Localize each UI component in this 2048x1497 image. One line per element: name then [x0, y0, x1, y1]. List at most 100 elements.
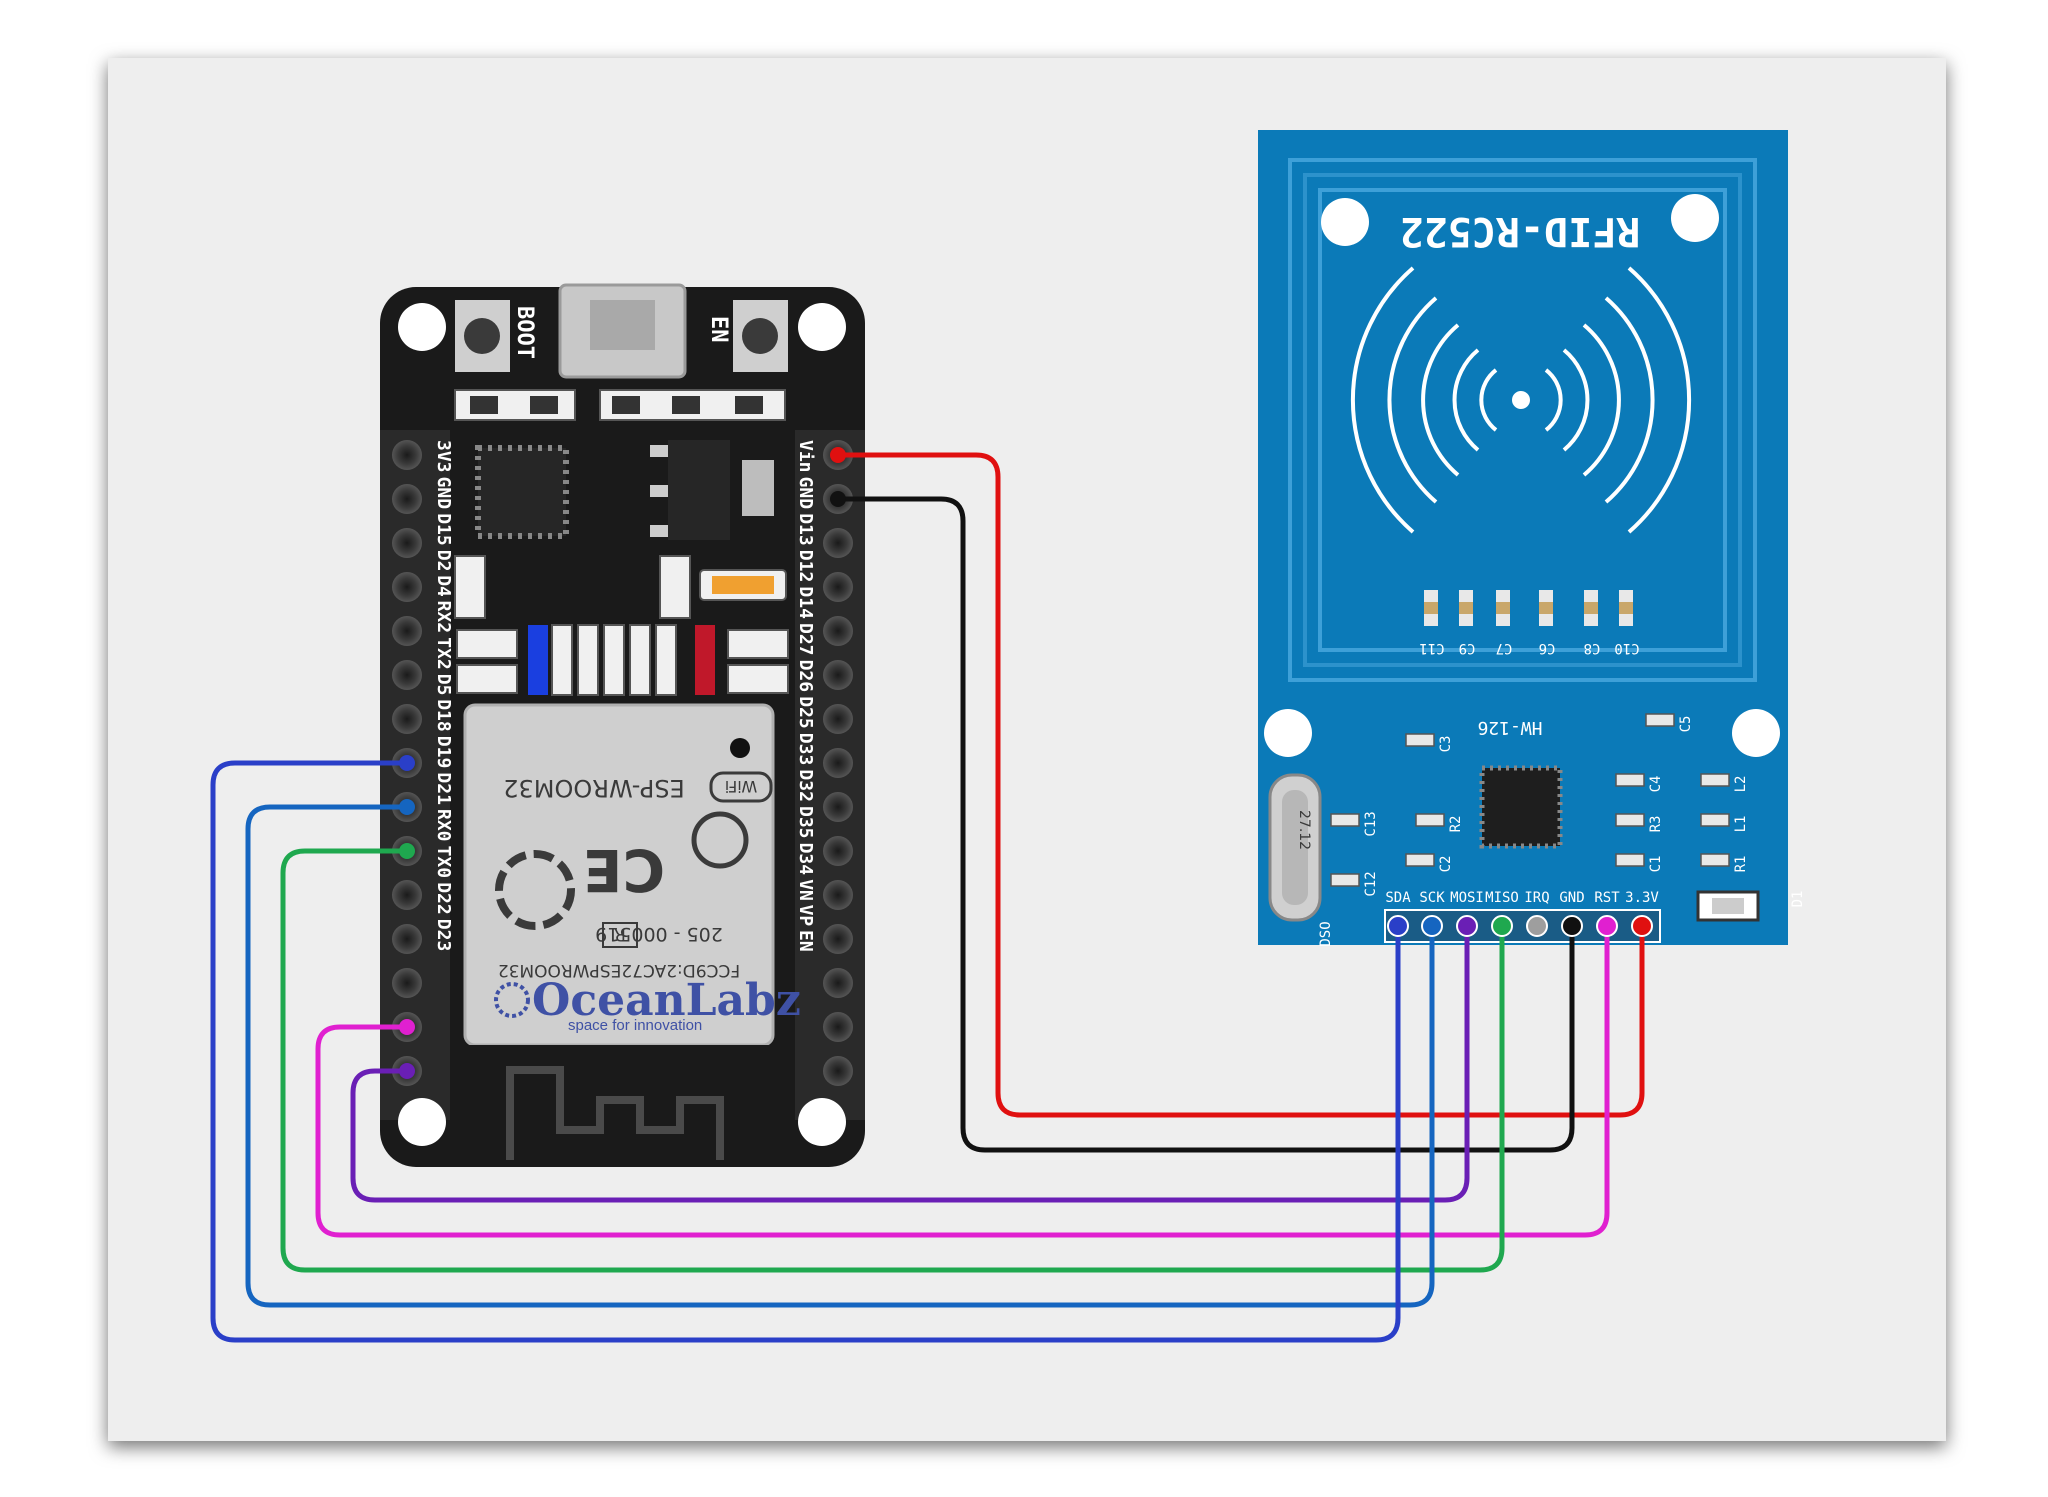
wire-endpoint: [830, 447, 846, 463]
rfid-pin-gnd: [1561, 915, 1583, 937]
right-pin-label: VP: [795, 905, 816, 927]
right-pin-label: D35: [795, 806, 816, 839]
certification-icon: [691, 811, 749, 869]
header-pin-left: [392, 924, 422, 954]
mounting-hole: [798, 1098, 846, 1146]
rc522-chip: [1479, 765, 1563, 849]
right-pin-label: D25: [795, 696, 816, 729]
header-pin-right: [823, 528, 853, 558]
pin-dots: [399, 447, 1653, 1079]
left-pin-label: GND: [433, 477, 454, 510]
rfid-pin-label: RST: [1594, 890, 1620, 906]
header-pin-right: [823, 616, 853, 646]
rfid-pin-irq: [1526, 915, 1548, 937]
mounting-hole: [1264, 709, 1312, 757]
header-pin-right: [823, 880, 853, 910]
header-pin-right: [823, 836, 853, 866]
wire-vin-to-33v: [838, 452, 1645, 1118]
header-pin-right: [823, 792, 853, 822]
mounting-hole: [398, 1098, 446, 1146]
header-pin-left: [392, 660, 422, 690]
mounting-hole: [1321, 198, 1369, 246]
left-pin-label: TX0: [433, 846, 454, 879]
rfid-capacitor-label: C10: [1614, 640, 1639, 656]
mounting-hole: [798, 303, 846, 351]
right-pin-labels: VinGNDD13D12D14D27D26D25D33D32D35D34VNVP…: [795, 440, 816, 952]
right-pin-label: D12: [795, 550, 816, 583]
rfid-component-label: D1: [1790, 891, 1806, 908]
rfid-capacitor-label: C7: [1496, 640, 1513, 656]
rfid-smd-part: [1615, 813, 1645, 827]
left-pin-label: D2: [433, 550, 454, 572]
rfid-smd-part: [1330, 873, 1360, 887]
header-pin-right: [823, 1012, 853, 1042]
rfid-pin-sck: [1421, 915, 1443, 937]
rfid-title: RFID-RC522: [1400, 208, 1641, 254]
boot-button: [455, 300, 510, 372]
module-r-mark: R: [614, 924, 626, 944]
rfid-capacitor-label: C9: [1459, 640, 1476, 656]
rfid-component-label: C5: [1678, 716, 1694, 733]
rfid-capacitor-label: C6: [1539, 640, 1556, 656]
rfid-capacitor-label: C8: [1584, 640, 1601, 656]
rfid-smd-part: [1415, 813, 1445, 827]
rfid-component-label: R2: [1448, 816, 1464, 833]
rfid-component-label: C12: [1363, 871, 1379, 896]
rfid-smd-part: [1615, 773, 1645, 787]
wire-endpoint: [399, 1019, 415, 1035]
header-pin-right: [823, 1056, 853, 1086]
rfid-pin-miso: [1491, 915, 1513, 937]
status-led: [695, 625, 715, 695]
esp-wroom32-module: FCC9D:2AC72ESPWROOM32 205 - 000519 R CE …: [463, 703, 801, 1165]
rf-wave-icon: [1350, 266, 1692, 534]
wire-endpoint: [830, 491, 846, 507]
wire-d19-to-miso: [280, 848, 1505, 1273]
header-pin-left: [392, 968, 422, 998]
rfid-pin-33v: [1631, 915, 1653, 937]
header-pin-right: [823, 968, 853, 998]
wires: [210, 452, 1645, 1343]
wire-endpoint: [399, 843, 415, 859]
rfid-pin-label: GND: [1559, 890, 1584, 906]
rfid-smd-part: [1700, 853, 1730, 867]
wire-d23-to-mosi: [350, 926, 1470, 1203]
header-pin-left: [392, 528, 422, 558]
module-ce-mark: CE: [583, 836, 665, 904]
rfid-pin-sda: [1387, 915, 1409, 937]
usb-uart-chip: [475, 445, 569, 539]
header-pin-right: [823, 924, 853, 954]
header-pin-left: [392, 704, 422, 734]
left-pin-label: D19: [433, 736, 454, 769]
rfid-component-label: C2: [1438, 856, 1454, 873]
oceanlabz-logo-icon: [494, 982, 530, 1018]
power-led: [528, 625, 548, 695]
rfid-smd-part: [1645, 713, 1675, 727]
rfid-smd-part: [1330, 813, 1360, 827]
header-pin-right: [823, 572, 853, 602]
right-pin-label: D33: [795, 733, 816, 766]
wire-endpoint: [399, 1063, 415, 1079]
left-pin-label: D4: [433, 575, 454, 597]
right-pin-label: D13: [795, 513, 816, 546]
left-pin-label: RX0: [433, 809, 454, 842]
right-pin-label: GND: [795, 477, 816, 510]
right-pin-label: D32: [795, 769, 816, 802]
boot-button-label: BOOT: [512, 306, 537, 359]
right-pin-label: VN: [795, 879, 816, 901]
header-pin-left: [392, 616, 422, 646]
rfid-component-label: L2: [1733, 776, 1749, 793]
rfid-pin-mosi: [1456, 915, 1478, 937]
left-pin-labels: 3V3GNDD15D2D4RX2TX2D5D18D19D21RX0TX0D22D…: [433, 440, 454, 951]
left-pin-label: D23: [433, 919, 454, 952]
module-model-name: ESP-WROOM32: [503, 774, 684, 802]
voltage-regulator: [668, 440, 730, 540]
mounting-hole: [1671, 194, 1719, 242]
left-pin-label: RX2: [433, 601, 454, 634]
rfid-pin-label: SDA: [1385, 890, 1411, 906]
rfid-component-label: C3: [1438, 736, 1454, 753]
header-pin-right: [823, 704, 853, 734]
